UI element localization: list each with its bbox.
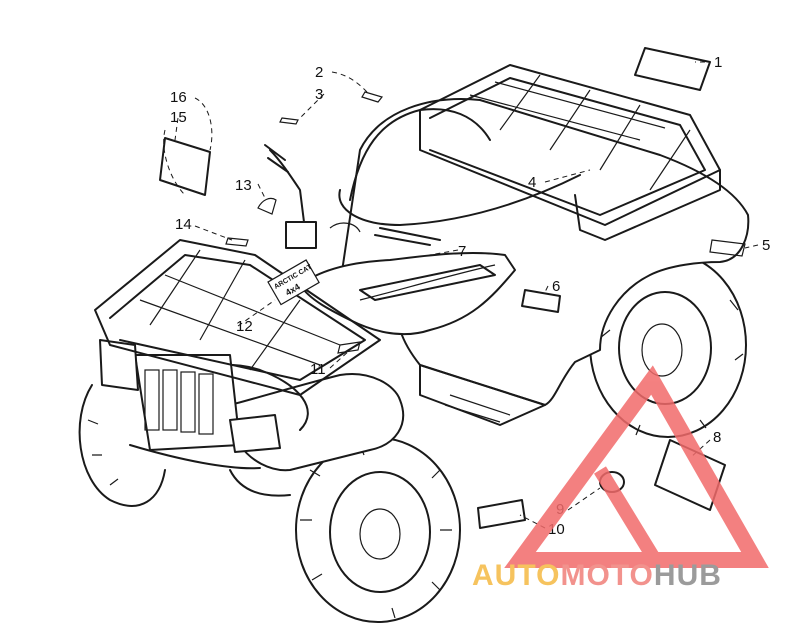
callout-7: 7 xyxy=(458,243,466,260)
callout-4: 4 xyxy=(528,174,536,191)
decal-6 xyxy=(521,289,561,313)
callout-6: 6 xyxy=(552,278,560,295)
callout-15: 15 xyxy=(170,109,187,126)
callout-11: 11 xyxy=(310,361,326,378)
callout-1: 1 xyxy=(714,54,722,71)
decal-11 xyxy=(337,341,361,354)
callout-16: 16 xyxy=(170,89,187,106)
watermark-triangle-icon xyxy=(504,365,769,568)
decal-3 xyxy=(279,117,299,125)
decal-1 xyxy=(634,47,711,91)
decal-7-stripe xyxy=(359,264,496,301)
decal-10 xyxy=(477,499,526,529)
callout-5: 5 xyxy=(762,237,770,254)
decal-12-arctic-cat: ARCTIC CAT 4x4 xyxy=(267,259,320,306)
callout-14: 14 xyxy=(175,216,192,233)
watermark-word-auto: AUTOMOTOHUB xyxy=(472,559,722,592)
callout-3: 3 xyxy=(315,86,323,103)
decal-2 xyxy=(361,91,384,103)
front-left-wheel xyxy=(78,384,166,507)
rear-rack xyxy=(419,64,721,241)
watermark-inner-stroke xyxy=(594,466,661,564)
front-rack xyxy=(94,239,381,396)
decal-5 xyxy=(709,239,746,257)
atv-body xyxy=(99,98,750,497)
decal-13 xyxy=(257,197,277,215)
front-right-wheel xyxy=(295,437,461,623)
callout-13: 13 xyxy=(235,177,252,194)
callout-8: 8 xyxy=(713,429,721,446)
decal-14 xyxy=(225,237,249,247)
callout-numbers: 1 2 3 4 5 6 7 8 9 10 11 12 13 14 15 16 xyxy=(170,54,770,538)
decal-15-16 xyxy=(159,137,211,196)
callout-2: 2 xyxy=(315,64,323,81)
watermark-logo: AUTOMOTOHUB xyxy=(472,365,769,592)
callout-12: 12 xyxy=(236,318,253,335)
handlebars xyxy=(264,144,441,249)
